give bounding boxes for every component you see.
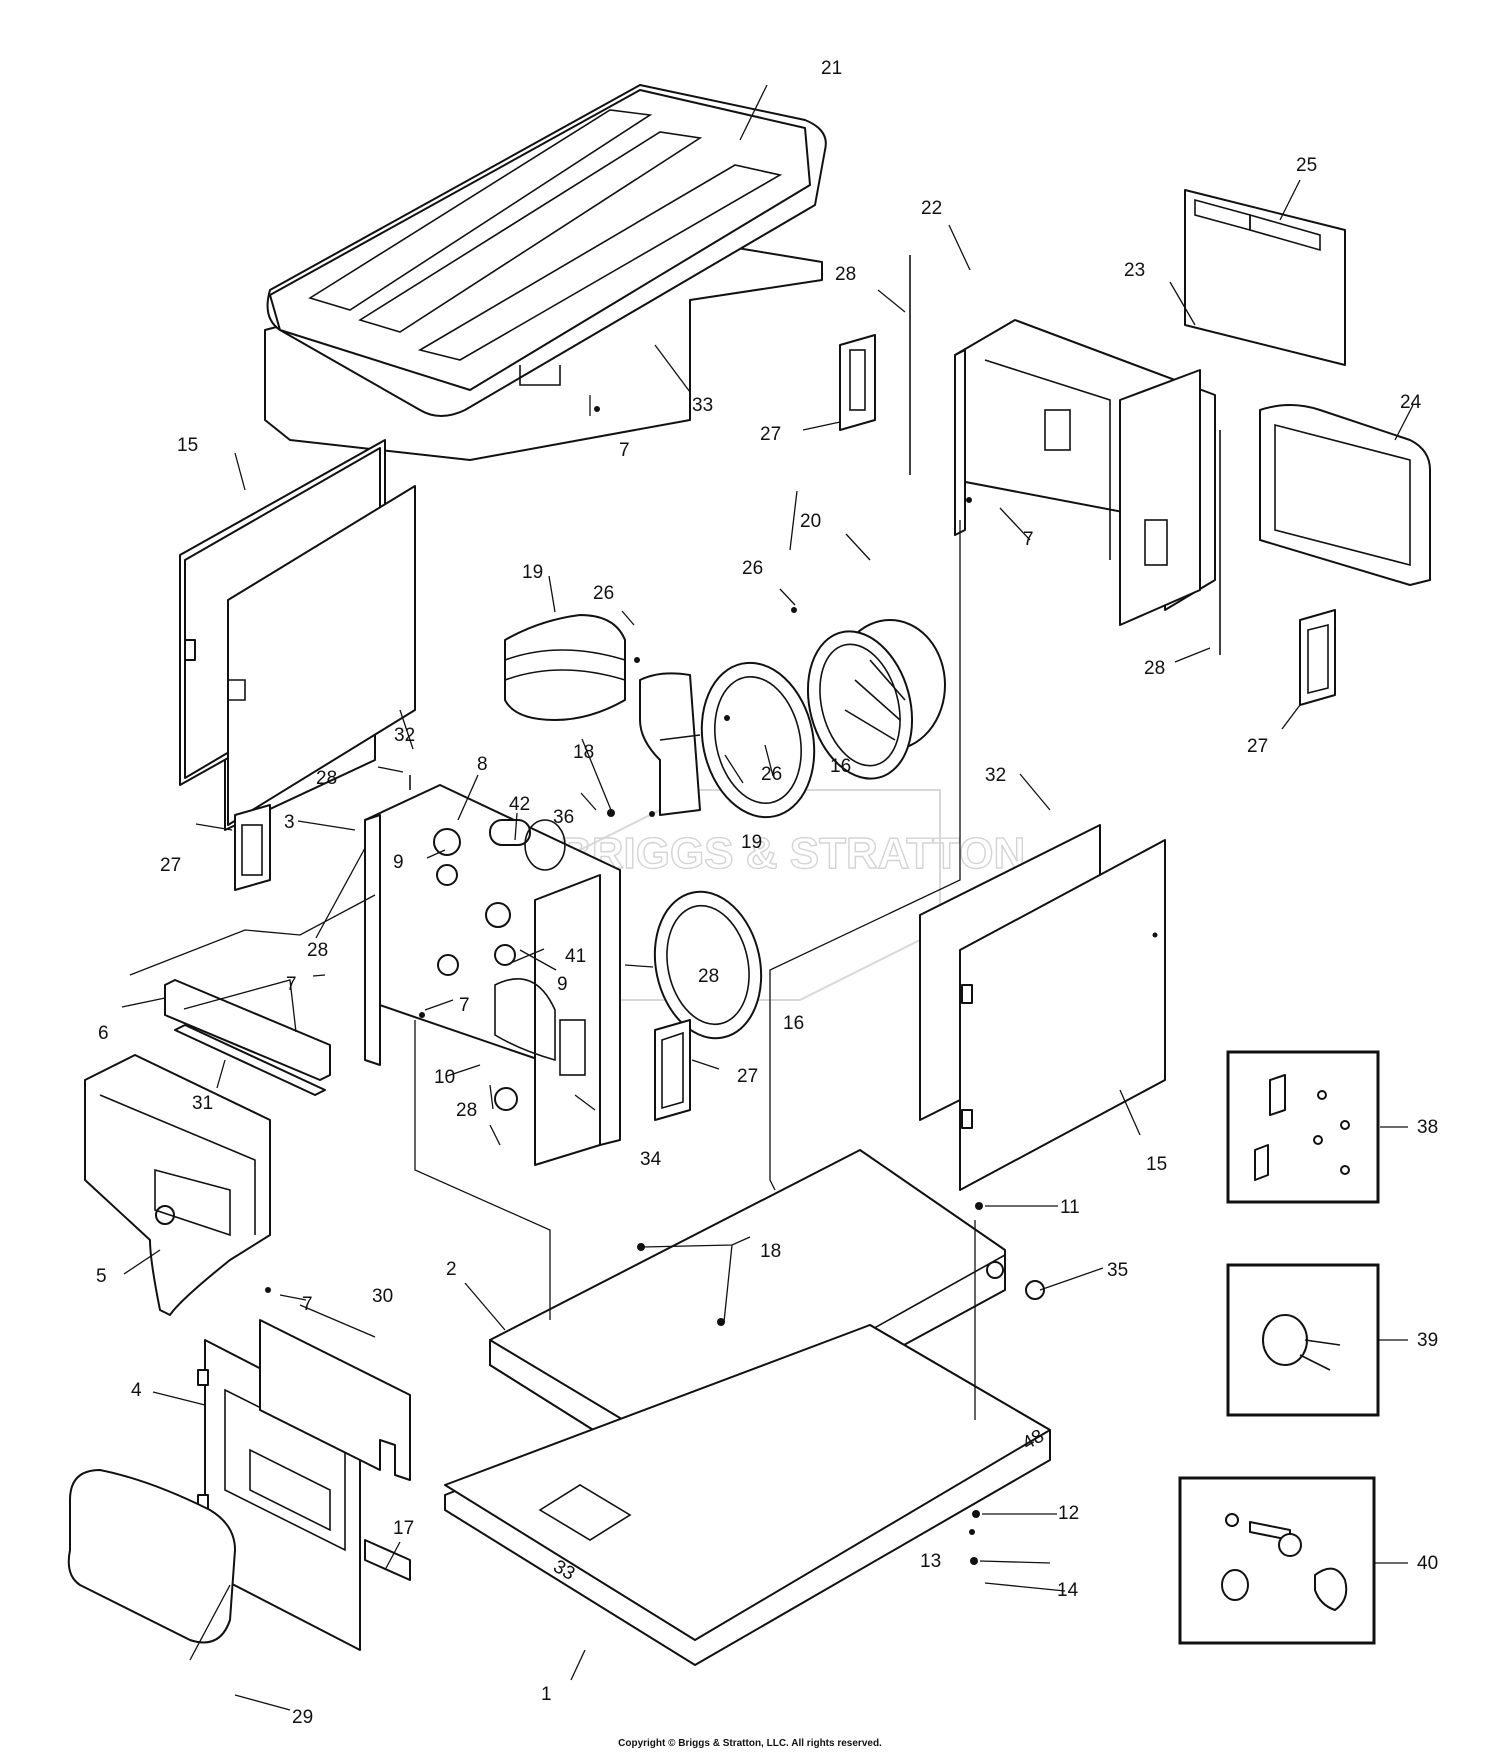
callout-38: 38	[1417, 1117, 1438, 1138]
callout-7e: 7	[302, 1294, 313, 1315]
callout-28d: 28	[307, 940, 328, 961]
callout-26c: 26	[761, 764, 782, 785]
callout-7c: 7	[286, 974, 297, 995]
callout-12: 12	[1058, 1503, 1079, 1524]
callout-28b: 28	[1144, 658, 1165, 679]
callout-16a: 16	[830, 756, 851, 777]
base-pan: 33 48	[444, 1324, 1051, 1666]
callout-18b: 18	[760, 1241, 781, 1262]
callout-7b: 7	[1023, 529, 1034, 550]
support-bracket	[164, 979, 331, 1096]
inset-key-kit	[1226, 1263, 1380, 1417]
rear-enclosure	[954, 319, 1216, 626]
louver-center	[654, 1019, 691, 1121]
callout-9b: 9	[557, 974, 568, 995]
callout-17: 17	[393, 1518, 414, 1539]
callout-28f: 28	[456, 1100, 477, 1121]
fasteners	[265, 406, 1045, 1565]
callout-9a: 9	[393, 852, 404, 873]
watermark-logo: BRIGGS & STRATTON	[559, 789, 1026, 1001]
callout-41: 41	[565, 946, 586, 967]
callout-36: 36	[553, 807, 574, 828]
callout-28e: 28	[698, 966, 719, 987]
callout-7a: 7	[619, 440, 630, 461]
callout-23: 23	[1124, 260, 1145, 281]
callout-10: 10	[434, 1067, 455, 1088]
callout-numbers: 1 2 3 4 5 6 7 7 7 7 7 8 9 9 10 11 12 13 …	[96, 58, 1438, 1728]
callout-3: 3	[284, 812, 295, 833]
callout-20: 20	[800, 511, 821, 532]
callout-25: 25	[1296, 155, 1317, 176]
copyright-notice: Copyright © Briggs & Stratton, LLC. All …	[618, 1738, 882, 1749]
left-panel	[227, 485, 416, 826]
callout-34: 34	[640, 1149, 662, 1170]
right-side-door	[959, 839, 1166, 1191]
fan-shroud	[806, 619, 946, 780]
callout-27b: 27	[1247, 736, 1268, 757]
louver-left	[234, 804, 271, 891]
exhaust-frame	[1259, 404, 1431, 586]
control-housing	[84, 1054, 271, 1316]
leader-lines	[121, 84, 1414, 1711]
front-gasket-strip	[364, 1539, 411, 1581]
callout-22: 22	[921, 198, 942, 219]
alignment-lines	[129, 520, 976, 1661]
callout-4: 4	[131, 1380, 142, 1401]
callout-19b: 19	[741, 832, 762, 853]
callout-31: 31	[192, 1093, 213, 1114]
callout-42: 42	[509, 794, 530, 815]
callout-30: 30	[372, 1286, 393, 1307]
callout-11: 11	[1060, 1197, 1080, 1218]
rear-vent-panel	[1184, 189, 1346, 366]
callout-27c: 27	[160, 855, 181, 876]
callout-5: 5	[96, 1266, 107, 1287]
roof-panel	[264, 84, 827, 461]
callout-16b: 16	[783, 1013, 804, 1034]
callout-1: 1	[541, 1684, 552, 1705]
duct-assembly	[504, 614, 626, 721]
front-cover	[67, 1469, 236, 1644]
callout-2: 2	[446, 1259, 457, 1280]
callout-32a: 32	[394, 725, 415, 746]
callout-40: 40	[1417, 1553, 1438, 1574]
elbow-duct	[639, 672, 701, 816]
callout-27a: 27	[760, 424, 781, 445]
callout-29: 29	[292, 1707, 313, 1728]
callout-15a: 15	[177, 435, 198, 456]
louver-right	[1299, 609, 1336, 706]
callout-32b: 32	[985, 765, 1006, 786]
inset-hinge-kit	[1226, 1050, 1380, 1204]
callout-8: 8	[477, 754, 488, 775]
callout-7d: 7	[459, 995, 470, 1016]
callout-14: 14	[1057, 1580, 1079, 1601]
callout-35: 35	[1107, 1260, 1128, 1281]
callout-24: 24	[1400, 392, 1422, 413]
center-enclosure	[364, 784, 621, 1166]
callout-18a: 18	[573, 742, 594, 763]
inset-lock-kit	[1178, 1476, 1376, 1645]
callout-13: 13	[920, 1551, 941, 1572]
callout-33: 33	[692, 395, 713, 416]
fan-ring-lower	[653, 890, 763, 1040]
callout-26b: 26	[742, 558, 763, 579]
callout-27d: 27	[737, 1066, 758, 1087]
callout-15b: 15	[1146, 1154, 1167, 1175]
watermark-text: BRIGGS & STRATTON	[560, 829, 1025, 878]
callout-39: 39	[1417, 1330, 1438, 1351]
callout-6: 6	[98, 1023, 109, 1044]
callout-21: 21	[821, 58, 842, 79]
callout-19a: 19	[522, 562, 543, 583]
front-insulation	[259, 1319, 411, 1481]
callout-28a: 28	[835, 264, 856, 285]
louver-top	[839, 334, 876, 431]
callout-26a: 26	[593, 583, 614, 604]
fan-ring-upper	[700, 661, 816, 819]
callout-28c: 28	[316, 768, 337, 789]
